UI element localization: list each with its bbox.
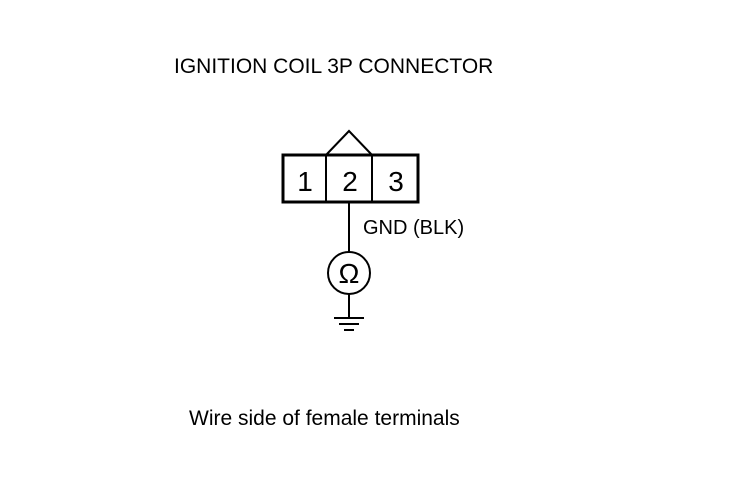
diagram-title: IGNITION COIL 3P CONNECTOR	[174, 55, 493, 78]
connector-pin-3: 3	[388, 166, 404, 197]
connector-lock-tab	[325, 129, 373, 156]
wire-label: GND (BLK)	[363, 217, 464, 239]
connector-pin-1: 1	[297, 166, 313, 197]
connector-housing	[281, 153, 420, 204]
diagram-caption: Wire side of female terminals	[189, 407, 460, 430]
ohm-symbol: Ω	[339, 258, 360, 289]
ground-icon	[334, 317, 364, 331]
connector-pin-2: 2	[342, 166, 358, 197]
